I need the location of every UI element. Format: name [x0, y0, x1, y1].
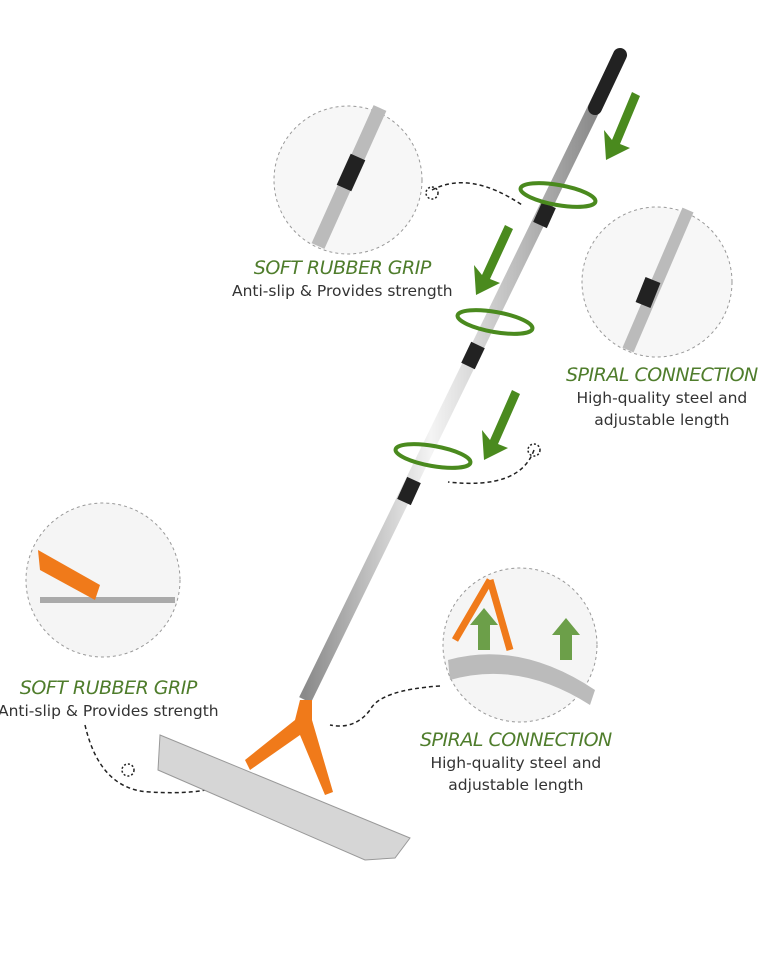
callout-description: Anti-slip & Provides strength [232, 282, 453, 300]
callout-title: SOFT RUBBER GRIP [19, 677, 197, 699]
callout-title: SOFT RUBBER GRIP [253, 257, 431, 279]
callout-title: SPIRAL CONNECTION [566, 364, 758, 386]
callout-spiral-connection-top: SPIRAL CONNECTION High-quality steel and… [566, 363, 758, 431]
telescopic-pole [299, 48, 627, 703]
detail-circle-spiral [581, 206, 733, 358]
callout-soft-rubber-grip-top: SOFT RUBBER GRIP Anti-slip & Provides st… [232, 256, 453, 302]
spiral-rotation-icons [393, 181, 598, 470]
detail-circle-grip [273, 105, 423, 255]
callout-description: High-quality steel and [430, 754, 602, 772]
callout-description: High-quality steel and [576, 389, 748, 407]
detail-circle-rake-teeth [25, 502, 181, 658]
down-arrow-icons [474, 92, 640, 460]
callout-description: adjustable length [448, 776, 584, 794]
rake-head [157, 700, 411, 861]
detail-circle-rake-head [442, 567, 598, 723]
callout-spiral-connection-bottom: SPIRAL CONNECTION High-quality steel and… [420, 728, 612, 796]
callout-title: SPIRAL CONNECTION [420, 729, 612, 751]
callout-description: Anti-slip & Provides strength [0, 702, 219, 720]
callout-soft-rubber-grip-bottom: SOFT RUBBER GRIP Anti-slip & Provides st… [0, 676, 219, 722]
dashed-connectors [84, 181, 541, 794]
callout-description: adjustable length [594, 411, 730, 429]
